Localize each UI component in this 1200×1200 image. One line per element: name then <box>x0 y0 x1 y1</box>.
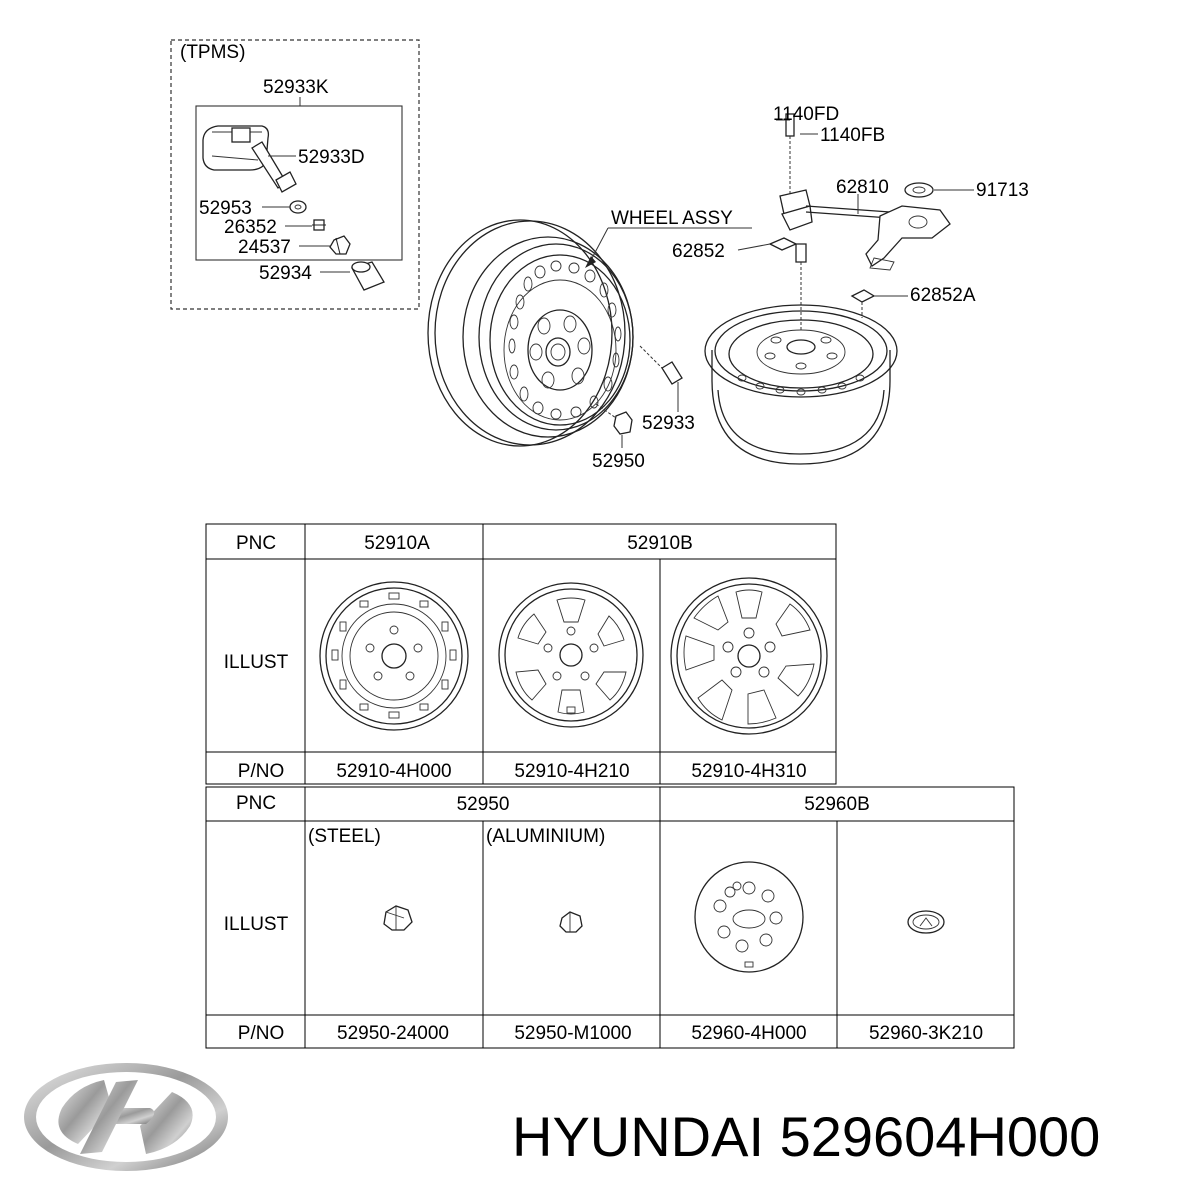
t1-pno-1: 52910-4H000 <box>336 761 451 782</box>
spare-carrier-group: 1140FD 1140FB 91713 62810 62852 62852A <box>672 104 1029 330</box>
tpms-kit-group: (TPMS) 52933K 52933D 52953 26352 <box>170 39 420 310</box>
tpms-dashed-frame <box>170 39 420 310</box>
label-52934: 52934 <box>259 263 312 284</box>
alloy-wheel-5-spoke-icon <box>498 582 644 728</box>
nut-cap-part-table: PNC 52950 52960B ILLUST (STEEL) (ALUMINI… <box>205 786 1015 1049</box>
valve-core-icon <box>312 219 326 231</box>
label-tpms: (TPMS) <box>180 42 245 63</box>
steel-wheel-icon <box>319 581 469 731</box>
label-62852: 62852 <box>672 241 725 262</box>
brand-part-number-title: HYUNDAI 529604H000 <box>512 1105 1101 1168</box>
t2-pnc-52950: 52950 <box>457 794 510 815</box>
tire-valve-icon <box>639 345 683 385</box>
label-1140FD: 1140FD <box>773 104 839 125</box>
t2-note-aluminium: (ALUMINIUM) <box>486 826 605 847</box>
wheel-center-cap-icon <box>694 861 804 973</box>
t2-pno-label: P/NO <box>238 1023 284 1044</box>
t1-pnc-label: PNC <box>236 533 276 554</box>
spare-wheel-illustration <box>704 304 898 465</box>
valve-cap-icon <box>351 261 385 291</box>
steel-lug-nut-icon <box>383 905 413 931</box>
bolt-icon <box>785 113 795 196</box>
wheel-part-table: PNC 52910A 52910B ILLUST P/NO 52910-4H00… <box>205 523 837 785</box>
label-52950: 52950 <box>592 451 645 472</box>
label-wheel-assy: WHEEL ASSY <box>611 208 733 229</box>
washer-icon <box>289 200 307 214</box>
wheel-assy-illustration: WHEEL ASSY <box>427 208 752 447</box>
valve-stem-icon <box>251 141 297 193</box>
label-52953: 52953 <box>199 198 252 219</box>
t2-note-steel: (STEEL) <box>308 826 381 847</box>
t2-pno-1: 52950-24000 <box>337 1023 449 1044</box>
lug-nut-icon <box>595 403 633 435</box>
label-62852A: 62852A <box>910 285 976 306</box>
t2-pno-3: 52960-4H000 <box>691 1023 806 1044</box>
alloy-wheel-7-spoke-icon <box>670 577 828 735</box>
label-26352: 26352 <box>224 217 277 238</box>
emblem-cap-icon <box>907 910 945 934</box>
t2-illust-label: ILLUST <box>224 914 289 935</box>
label-62810: 62810 <box>836 177 889 198</box>
t1-pnc-52910B: 52910B <box>627 533 693 554</box>
valve-nut-icon <box>329 235 351 255</box>
label-24537: 24537 <box>238 237 291 258</box>
washer-91713-icon <box>904 182 934 198</box>
t1-pno-label: P/NO <box>238 761 284 782</box>
t2-pnc-label: PNC <box>236 793 276 814</box>
label-52933K: 52933K <box>263 77 329 98</box>
label-52933D: 52933D <box>298 147 365 168</box>
t1-pnc-52910A: 52910A <box>364 533 430 554</box>
t1-illust-label: ILLUST <box>224 652 289 673</box>
t1-pno-3: 52910-4H310 <box>691 761 806 782</box>
label-52933: 52933 <box>642 413 695 434</box>
t1-pno-2: 52910-4H210 <box>514 761 629 782</box>
t2-pno-2: 52950-M1000 <box>514 1023 631 1044</box>
aluminium-lug-nut-icon <box>559 911 583 933</box>
t2-pno-4: 52960-3K210 <box>869 1023 983 1044</box>
t2-pnc-52960B: 52960B <box>804 794 870 815</box>
label-91713: 91713 <box>976 180 1029 201</box>
tpms-inner-frame <box>195 105 403 261</box>
label-1140FB: 1140FB <box>820 125 885 146</box>
hyundai-logo-icon <box>24 1063 228 1171</box>
